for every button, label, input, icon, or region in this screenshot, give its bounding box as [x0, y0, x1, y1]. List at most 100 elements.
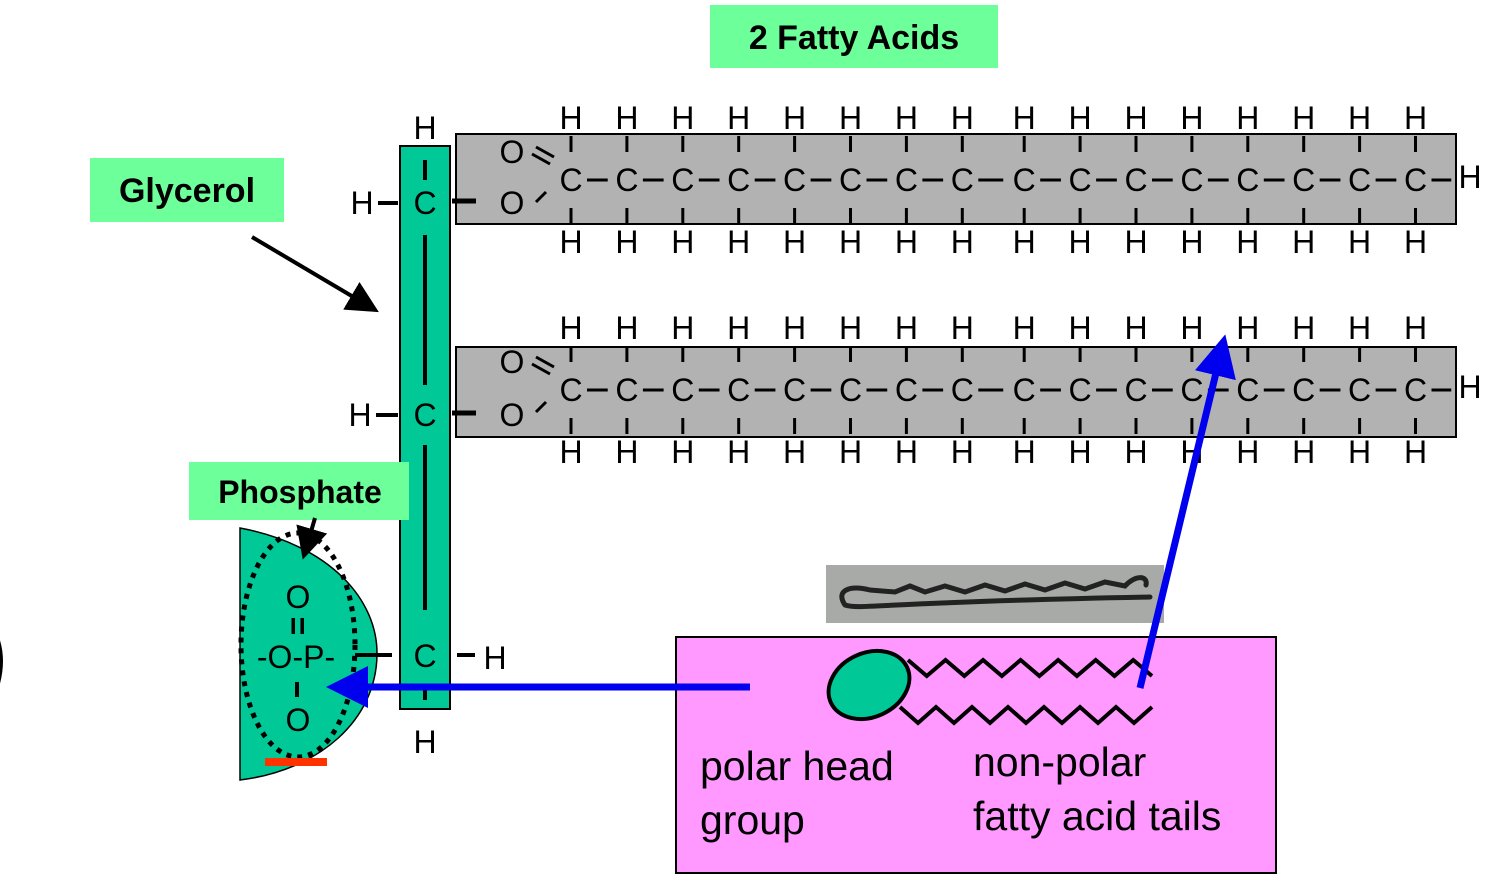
fatty-acids-label: 2 Fatty Acids — [710, 5, 998, 68]
chain-hydrogen: H — [1404, 310, 1427, 346]
chain-hydrogen: H — [1236, 100, 1259, 136]
chain-carbon: C — [727, 162, 750, 198]
phosphate-oxygen-top: O — [286, 579, 311, 615]
chain-carbon: C — [783, 162, 806, 198]
double-bond — [531, 152, 551, 166]
glycerol-label-text: Glycerol — [119, 172, 255, 210]
chain-hydrogen: H — [1348, 100, 1371, 136]
chain-hydrogen: H — [951, 434, 974, 470]
polar-head-icon — [826, 648, 912, 722]
chain-hydrogen: H — [1180, 100, 1203, 136]
chain-hydrogen: H — [1124, 100, 1147, 136]
chain-carbon: C — [951, 162, 974, 198]
chain-hydrogen: H — [1404, 100, 1427, 136]
glycerol-atoms: H C H C H C H H — [348, 110, 506, 760]
chain-carbon: C — [1069, 162, 1092, 198]
chain-hydrogen: H — [559, 224, 582, 260]
phosphate-label-text: Phosphate — [218, 474, 382, 510]
glycerol-hydrogen: H — [350, 185, 373, 221]
chain-hydrogen: H — [1013, 100, 1036, 136]
chain-hydrogen: H — [1292, 224, 1315, 260]
terminal-hydrogen: H — [1458, 159, 1481, 195]
chain-carbon: C — [1180, 162, 1203, 198]
glycerol-carbon: C — [413, 638, 436, 674]
chain-carbon: C — [951, 372, 974, 408]
chain-hydrogen: H — [783, 100, 806, 136]
chain-carbon: C — [1292, 162, 1315, 198]
glycerol-hydrogen: H — [483, 640, 506, 676]
chain-carbon: C — [783, 372, 806, 408]
chain-hydrogen: H — [1069, 434, 1092, 470]
chain-hydrogen: H — [1013, 434, 1036, 470]
chain-hydrogen: H — [951, 310, 974, 346]
chain-hydrogen: H — [1348, 310, 1371, 346]
ester-oxygen: O — [500, 397, 525, 433]
nonpolar-tail-arrow — [1136, 334, 1236, 689]
chain-hydrogen: H — [727, 100, 750, 136]
chain-carbon: C — [1292, 372, 1315, 408]
chain-carbon: C — [1236, 162, 1259, 198]
chain-hydrogen: H — [727, 434, 750, 470]
chain-hydrogen: H — [1124, 310, 1147, 346]
chain-hydrogen: H — [727, 224, 750, 260]
phosphate-middle: -O-P- — [257, 639, 335, 675]
glycerol-hydrogen: H — [413, 724, 436, 760]
chain-hydrogen: H — [559, 434, 582, 470]
chain-hydrogen: H — [839, 434, 862, 470]
chain-hydrogen: H — [1292, 434, 1315, 470]
chain-carbon: C — [615, 372, 638, 408]
chain-hydrogen: H — [1236, 310, 1259, 346]
chain-hydrogen: H — [671, 434, 694, 470]
fatty-acid-box-1 — [455, 133, 1457, 225]
glycerol-hydrogen: H — [348, 397, 371, 433]
bond — [534, 190, 548, 204]
chain-carbon: C — [559, 372, 582, 408]
carbonyl-oxygen: O — [500, 344, 525, 380]
chain-hydrogen: H — [839, 100, 862, 136]
chain-carbon: C — [559, 162, 582, 198]
chain-hydrogen: H — [895, 100, 918, 136]
chain-hydrogen: H — [1124, 434, 1147, 470]
chain-hydrogen: H — [951, 100, 974, 136]
glycerol-hydrogen: H — [413, 110, 436, 146]
chain-hydrogen: H — [1069, 100, 1092, 136]
glycerol-carbon: C — [413, 185, 436, 221]
chain-hydrogen: H — [1069, 310, 1092, 346]
fatty-acids-label-text: 2 Fatty Acids — [749, 19, 959, 57]
double-bond — [535, 145, 555, 159]
chain-carbon: C — [1404, 162, 1427, 198]
chain-hydrogen: H — [727, 310, 750, 346]
chain-hydrogen: H — [671, 224, 694, 260]
ester-oxygen: O — [500, 185, 525, 221]
nonpolar-text-2: fatty acid tails — [973, 793, 1221, 839]
bond — [534, 400, 548, 414]
phosphate-arrow — [296, 517, 328, 560]
fatty-acid-chains: OOCHHCHHCHHCHHCHHCHHCHHCHHCHHCHHCHHCHHCH… — [452, 100, 1482, 470]
chain-hydrogen: H — [671, 310, 694, 346]
chain-hydrogen: H — [1124, 224, 1147, 260]
fatty-acid-box-2 — [455, 346, 1457, 438]
chain-carbon: C — [1236, 372, 1259, 408]
edge-arc-fragment — [0, 640, 3, 684]
chain-carbon: C — [671, 372, 694, 408]
glycerol-carbon: C — [413, 397, 436, 433]
chain-carbon: C — [1124, 162, 1147, 198]
chain-carbon: C — [1069, 372, 1092, 408]
chain-hydrogen: H — [1292, 100, 1315, 136]
chain-hydrogen: H — [783, 310, 806, 346]
nonpolar-tail-icon-2 — [898, 704, 1154, 726]
chain-hydrogen: H — [1404, 434, 1427, 470]
chain-hydrogen: H — [895, 434, 918, 470]
chain-carbon: C — [1404, 372, 1427, 408]
chain-hydrogen: H — [1348, 434, 1371, 470]
chain-hydrogen: H — [1348, 224, 1371, 260]
chain-carbon: C — [895, 372, 918, 408]
chain-carbon: C — [1013, 372, 1036, 408]
chain-carbon: C — [1348, 162, 1371, 198]
glycerol-label: Glycerol — [90, 158, 284, 222]
double-bond — [535, 355, 555, 369]
chain-carbon: C — [895, 162, 918, 198]
chain-hydrogen: H — [951, 224, 974, 260]
chain-carbon: C — [1013, 162, 1036, 198]
chain-carbon: C — [615, 162, 638, 198]
